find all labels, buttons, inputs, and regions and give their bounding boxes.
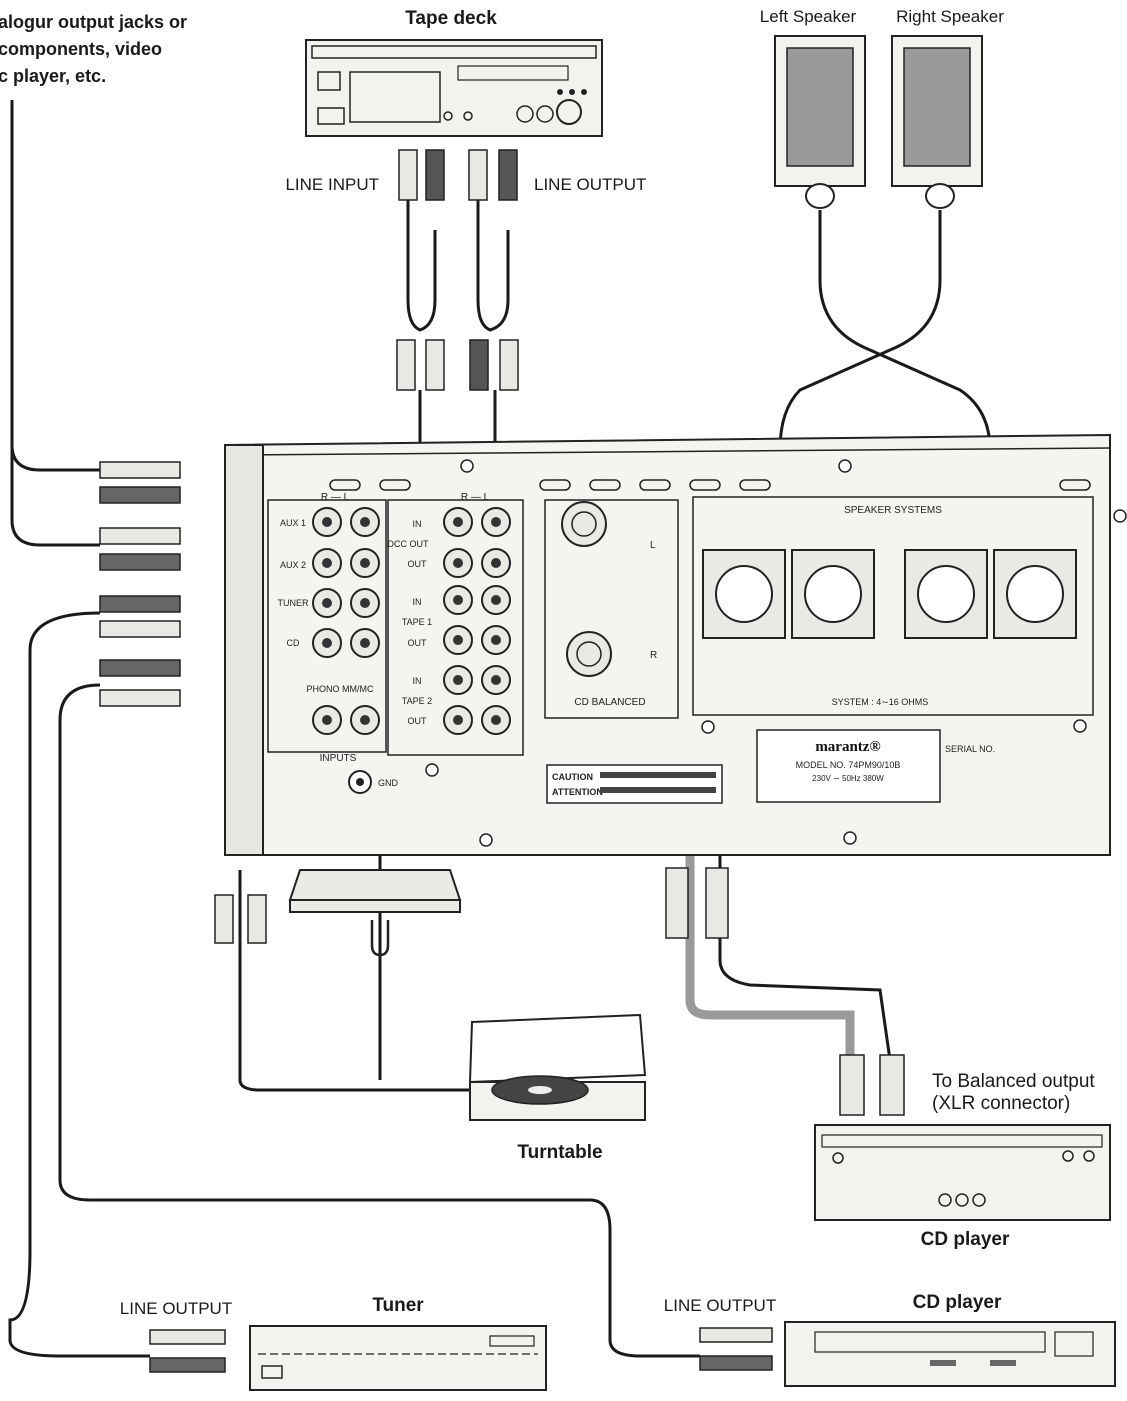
left-rca-plugs xyxy=(99,461,181,707)
model-number: MODEL NO. 74PM90/10B xyxy=(796,760,901,770)
tape1-in: IN xyxy=(413,597,422,607)
tape-line-output-label: LINE OUTPUT xyxy=(534,175,646,194)
input-row-tuner: TUNER xyxy=(278,598,309,608)
right-speaker-label: Right Speaker xyxy=(896,7,1004,26)
caution-plate: CAUTION ATTENTION xyxy=(546,764,723,804)
aux2-cable xyxy=(10,200,100,547)
input-row-cd: CD xyxy=(287,638,300,648)
power-rating: 230V ∼ 50Hz 380W xyxy=(812,774,884,783)
speaker-systems-label: SPEAKER SYSTEMS xyxy=(844,505,942,516)
tape-deck-title: Tape deck xyxy=(405,8,497,29)
attention-label: ATTENTION xyxy=(552,787,603,797)
cd-balanced-label: CD BALANCED xyxy=(574,697,645,708)
xlr-jack-r xyxy=(566,631,612,677)
speaker-systems-section: SPEAKER SYSTEMS SYSTEM : 4∼16 OHMS xyxy=(692,496,1094,716)
tuner-line-output-label: LINE OUTPUT xyxy=(120,1299,232,1318)
tape-rl-header: R — L xyxy=(461,492,490,503)
tape-row-out: OUT xyxy=(408,559,428,569)
bottom-cd-player: LINE OUTPUT CD player xyxy=(664,1292,1116,1387)
xlr-jack-l xyxy=(561,501,607,547)
tape-deck-body xyxy=(305,39,603,137)
tape-section: R — L IN DCC OUT OUT IN TAPE 1 OUT IN TA… xyxy=(387,492,524,756)
inputs-title: INPUTS xyxy=(320,753,357,764)
serial-number-label: SERIAL NO. xyxy=(945,744,995,754)
balanced-l-label: L xyxy=(650,540,656,551)
inputs-section: R — L AUX 1 AUX 2 TUNER CD PHONO MM/MC I… xyxy=(267,492,399,794)
note-line-3: c player, etc. xyxy=(0,66,106,86)
turntable-label: Turntable xyxy=(517,1142,602,1163)
cd-cable xyxy=(58,683,700,1358)
balanced-cd-player: To Balanced output (XLR connector) CD pl… xyxy=(665,867,1111,1250)
balanced-note-1: To Balanced output xyxy=(932,1071,1095,1092)
input-jacks xyxy=(312,507,380,735)
tuner-cable xyxy=(8,611,150,1358)
tuner-body xyxy=(249,1325,547,1391)
tape2-in: IN xyxy=(413,676,422,686)
tape-deck: Tape deck LINE INPUT LINE OUTPUT xyxy=(285,8,646,391)
brand-logo: marantz® xyxy=(815,739,880,755)
tape-in-cable xyxy=(406,200,437,332)
balanced-note-2: (XLR connector) xyxy=(932,1093,1070,1114)
input-row-aux1: AUX 1 xyxy=(280,518,306,528)
balanced-r-label: R xyxy=(650,650,657,661)
analog-source-note: alogur output jacks or components, video… xyxy=(0,12,187,86)
phono-cable xyxy=(238,870,470,1092)
gnd-spade xyxy=(370,920,390,957)
tuner-label: Tuner xyxy=(372,1295,424,1316)
speakers: Left Speaker Right Speaker xyxy=(760,7,1004,209)
tape2-out: OUT xyxy=(408,716,428,726)
system-ohms-label: SYSTEM : 4∼16 OHMS xyxy=(832,697,929,707)
vent-slots xyxy=(329,479,1091,491)
aux1-cable xyxy=(10,100,100,472)
tuner: LINE OUTPUT Tuner xyxy=(120,1295,547,1391)
tape-out-cable xyxy=(476,200,510,332)
right-speaker-cable xyxy=(778,210,942,540)
cd-balanced-section: L R CD BALANCED xyxy=(544,499,679,719)
left-speaker-cable xyxy=(818,210,992,540)
speaker-terminals xyxy=(702,549,1077,639)
tape2-label: TAPE 2 xyxy=(402,696,432,706)
left-speaker-label: Left Speaker xyxy=(760,7,857,26)
gnd-label: GND xyxy=(378,778,399,788)
cd-player-bottom-label: CD player xyxy=(913,1292,1002,1313)
cd-player-top-body xyxy=(814,1124,1111,1221)
nameplate: marantz® MODEL NO. 74PM90/10B 230V ∼ 50H… xyxy=(756,729,995,803)
xlr-cable-l xyxy=(685,720,855,1060)
tape-row-in: IN xyxy=(413,519,422,529)
cd-player-top-label: CD player xyxy=(921,1229,1010,1250)
tape-row-dcc: DCC OUT xyxy=(388,539,429,549)
tape1-label: TAPE 1 xyxy=(402,617,432,627)
tape1-out: OUT xyxy=(408,638,428,648)
caution-label: CAUTION xyxy=(552,772,593,782)
amplifier-rear-panel: R — L AUX 1 AUX 2 TUNER CD PHONO MM/MC I… xyxy=(224,433,1127,856)
tape-line-input-label: LINE INPUT xyxy=(285,175,379,194)
input-row-aux2: AUX 2 xyxy=(280,560,306,570)
turntable: Turntable xyxy=(214,869,647,1163)
cd-player-bottom-body xyxy=(784,1321,1116,1387)
tape-plugs xyxy=(398,149,518,201)
cd-line-output-label: LINE OUTPUT xyxy=(664,1296,776,1315)
note-line-1: alogur output jacks or xyxy=(0,12,187,32)
input-row-phono: PHONO MM/MC xyxy=(307,684,374,694)
tape-jacks xyxy=(443,507,511,735)
note-line-2: components, video xyxy=(0,39,162,59)
panel-screws xyxy=(425,459,1127,847)
inputs-rl-header: R — L xyxy=(321,492,350,503)
turntable-lid xyxy=(468,1013,647,1084)
